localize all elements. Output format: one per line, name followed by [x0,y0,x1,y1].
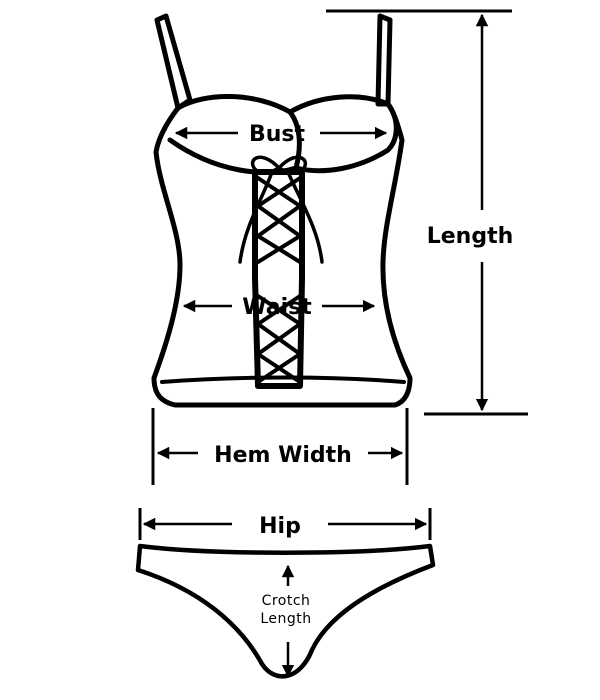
lacing-crosses [256,176,302,384]
hem-width-label: Hem Width [214,443,352,468]
panty-outline [135,543,436,679]
corset-body [151,101,413,408]
measurement-labels: Bust Waist Length Hem Width Hip Crotch L… [214,122,513,627]
hip-label: Hip [259,514,301,539]
corset-top-illustration [151,13,413,408]
left-strap [154,13,193,111]
measurement-lines [138,9,528,678]
left-bust-cup [167,94,302,175]
panty-illustration [135,543,436,679]
bow-icon [238,155,324,264]
bust-label: Bust [249,122,306,147]
right-strap [375,13,393,107]
waist-label: Waist [242,295,312,320]
hem-band-line [160,375,406,384]
length-label: Length [427,224,514,249]
crotch-label-line1: Crotch [262,593,311,609]
right-bust-cup [287,94,399,174]
crotch-label-line2: Length [260,611,311,627]
